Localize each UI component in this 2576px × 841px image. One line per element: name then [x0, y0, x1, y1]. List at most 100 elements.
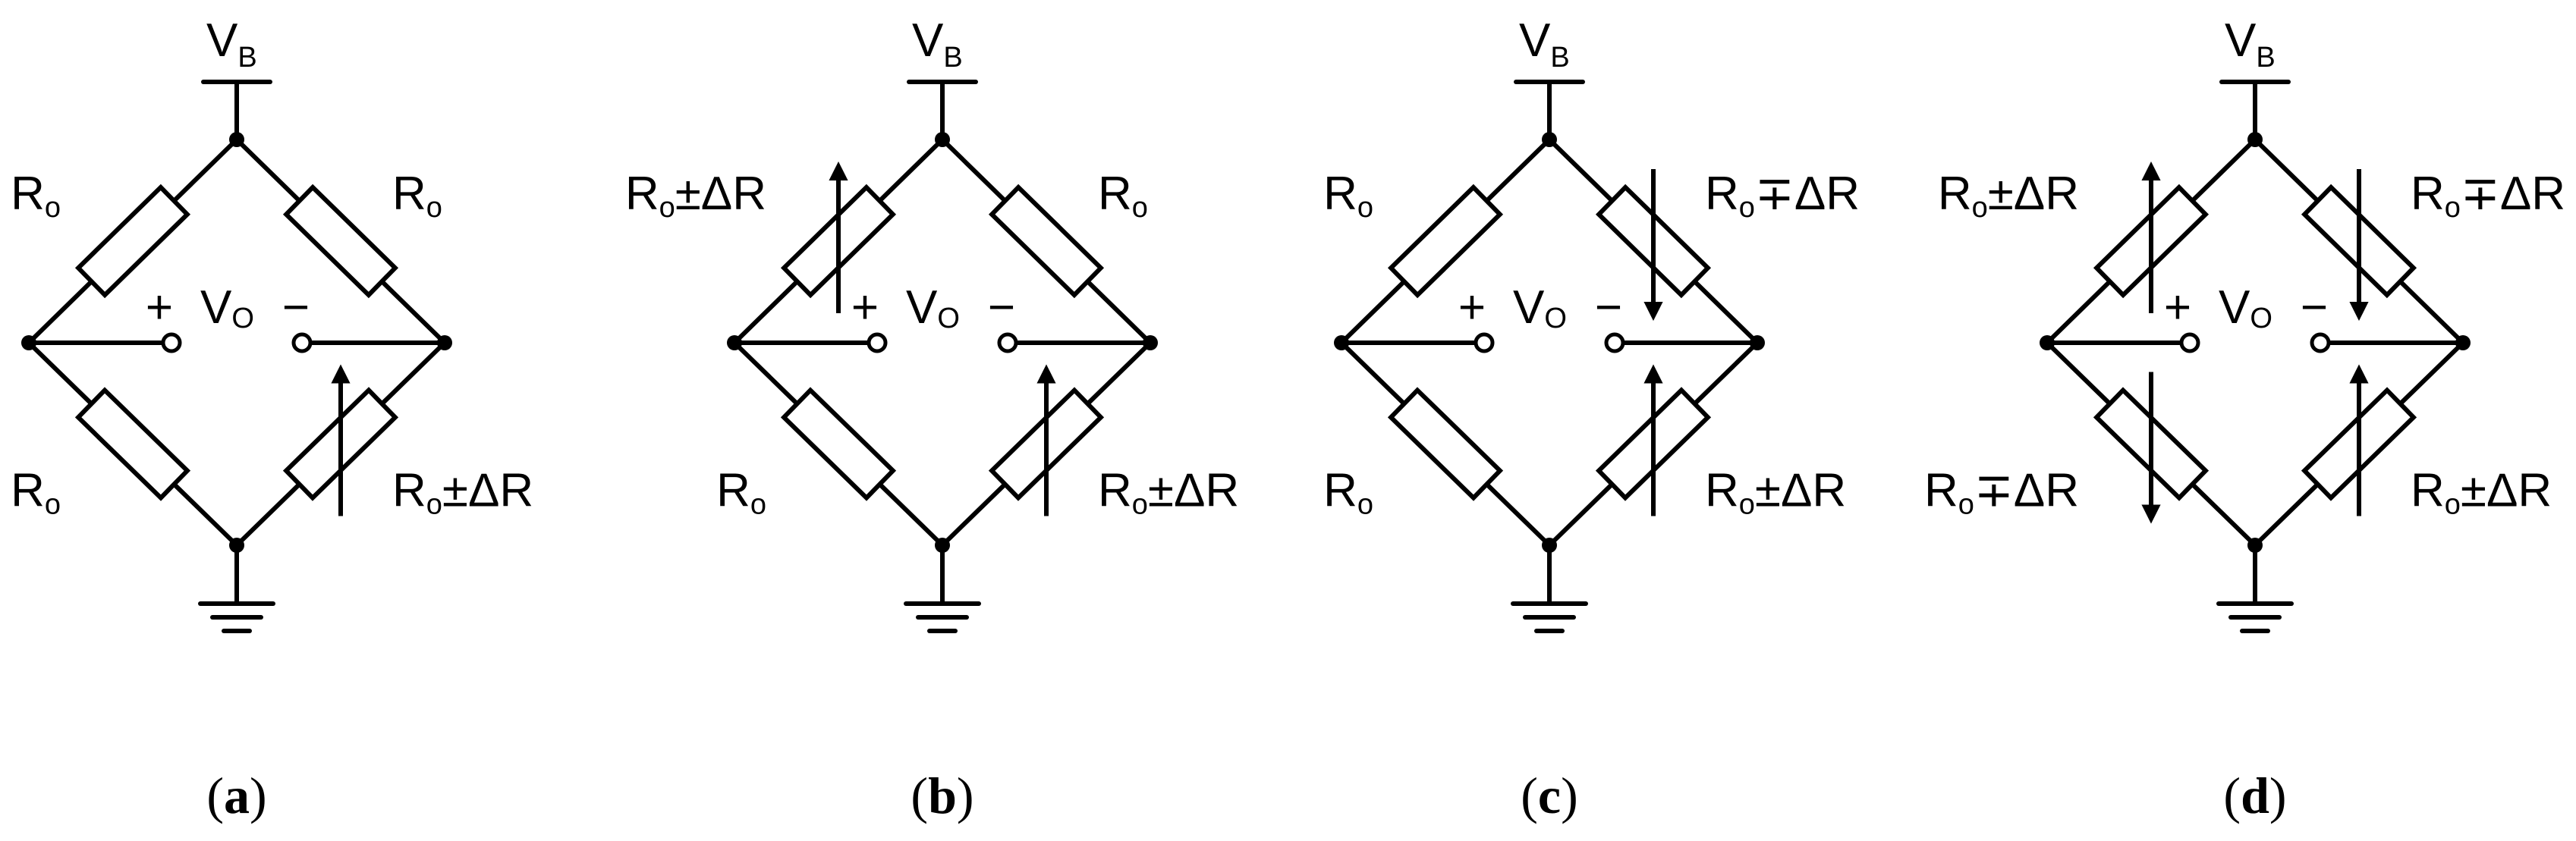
arm-label-sub: o — [1739, 489, 1755, 521]
junction-node-2 — [1143, 335, 1158, 350]
caption-letter: d — [2241, 767, 2269, 824]
junction-node-2 — [437, 335, 452, 350]
caption-open-paren: ( — [2223, 767, 2241, 824]
panel-caption: (d) — [2223, 767, 2286, 824]
arm-label-sub: o — [659, 192, 675, 224]
arm-label-sub: o — [1972, 192, 1988, 224]
supply-label-sub: B — [2256, 42, 2275, 74]
output-label-sub: O — [1544, 303, 1567, 334]
arm-wire-bottom-right-b — [379, 340, 447, 406]
caption-close-paren: ) — [2269, 767, 2287, 824]
output-label-v: V — [906, 281, 938, 334]
arm-label-sub: o — [45, 489, 61, 521]
output-plus-text: + — [2164, 281, 2191, 334]
resistor-bottom-left — [780, 387, 897, 501]
arm-label-base: R — [1323, 465, 1357, 517]
junction-node-1 — [727, 335, 742, 350]
junction-node-3 — [229, 538, 244, 553]
arm-label-sub: o — [1739, 192, 1755, 224]
junction-node-3 — [2247, 538, 2263, 553]
panel-caption: (a) — [206, 767, 266, 824]
arm-label-bottom-right: Ro±ΔR — [392, 465, 533, 521]
arm-label-suffix: ±ΔR — [1988, 168, 2079, 220]
arm-wire-bottom-right-a — [2253, 482, 2320, 548]
arm-label-base: R — [392, 168, 426, 220]
arm-wire-top-left-a — [2045, 279, 2112, 345]
arm-label-top-left: Ro±ΔR — [625, 168, 766, 224]
caption-letter: b — [928, 767, 957, 824]
output-label: VO — [1513, 281, 1567, 334]
arm-label-bottom-left: Ro — [716, 465, 766, 521]
output-minus-sign: − — [1595, 281, 1622, 334]
resistor-bottom-left — [1387, 387, 1504, 501]
output-minus-sign: − — [2301, 281, 2328, 334]
arm-wire-top-left-b — [877, 137, 945, 203]
output-minus-sign: − — [988, 281, 1015, 334]
arm-wire-bottom-right-a — [940, 482, 1008, 548]
supply-label: VB — [912, 14, 963, 74]
arm-wire-bottom-right-b — [1692, 340, 1760, 406]
output-minus-text: − — [988, 281, 1015, 334]
arm-label-sub: o — [750, 489, 766, 521]
arm-wire-top-right-b — [379, 279, 447, 345]
output-plus-sign: + — [1458, 281, 1486, 334]
output-label-v: V — [200, 281, 232, 334]
arm-label-top-right: Ro — [1098, 168, 1148, 224]
resistor-bottom-left — [74, 387, 191, 501]
resistor-top-right — [988, 184, 1105, 299]
arm-label-bottom-left: Ro∓ΔR — [1924, 465, 2079, 521]
supply-label-v: V — [206, 14, 238, 67]
junction-node-1 — [1334, 335, 1349, 350]
output-terminal-minus — [2310, 332, 2331, 353]
arm-wire-bottom-left-b — [1484, 482, 1552, 548]
arm-label-top-left: Ro — [1323, 168, 1373, 224]
supply-label: VB — [2225, 14, 2276, 74]
output-minus-text: − — [2301, 281, 2328, 334]
arm-wire-top-left-b — [2190, 137, 2257, 203]
arm-wire-top-right-a — [234, 137, 302, 203]
arm-label-base: R — [2411, 168, 2445, 220]
output-plus-sign: + — [2164, 281, 2191, 334]
junction-node-2 — [2455, 335, 2471, 350]
arm-wire-bottom-left-a — [732, 340, 800, 406]
arm-wire-top-right-b — [1085, 279, 1153, 345]
arm-label-base: R — [1705, 465, 1739, 517]
arm-wire-top-right-a — [1547, 137, 1615, 203]
arm-label-sub: o — [426, 489, 442, 521]
arm-label-suffix: ±ΔR — [1755, 465, 1846, 517]
junction-node-0 — [935, 132, 950, 147]
caption-open-paren: ( — [206, 767, 224, 824]
arm-label-base: R — [2411, 465, 2445, 517]
arm-label-sub: o — [1357, 192, 1373, 224]
caption-close-paren: ) — [1561, 767, 1578, 824]
output-minus-text: − — [1595, 281, 1622, 334]
output-terminal-minus — [291, 332, 313, 353]
arm-label-sub: o — [426, 192, 442, 224]
junction-node-0 — [2247, 132, 2263, 147]
arm-wire-top-left-b — [171, 137, 239, 203]
output-terminal-minus — [997, 332, 1018, 353]
supply-label-sub: B — [943, 42, 962, 74]
arm-label-bottom-left: Ro — [1323, 465, 1373, 521]
arm-label-base: R — [1938, 168, 1972, 220]
resistor-top-left — [1387, 184, 1504, 299]
output-terminal-plus — [867, 332, 888, 353]
output-minus-sign: − — [282, 281, 310, 334]
supply-label-v: V — [912, 14, 944, 67]
arm-wire-bottom-left-a — [1339, 340, 1407, 406]
arm-label-base: R — [11, 465, 45, 517]
arm-label-bottom-right: Ro±ΔR — [1705, 465, 1846, 521]
output-label: VO — [906, 281, 960, 334]
supply-label-sub: B — [1550, 42, 1569, 74]
arm-label-base: R — [1705, 168, 1739, 220]
arm-label-base: R — [716, 465, 750, 517]
arm-label-sub: o — [1958, 489, 1974, 521]
output-label-sub: O — [937, 303, 960, 334]
junction-node-2 — [1750, 335, 1765, 350]
arm-label-sub: o — [2445, 489, 2461, 521]
junction-node-1 — [2040, 335, 2055, 350]
arm-label-suffix: ∓ΔR — [1755, 168, 1860, 220]
